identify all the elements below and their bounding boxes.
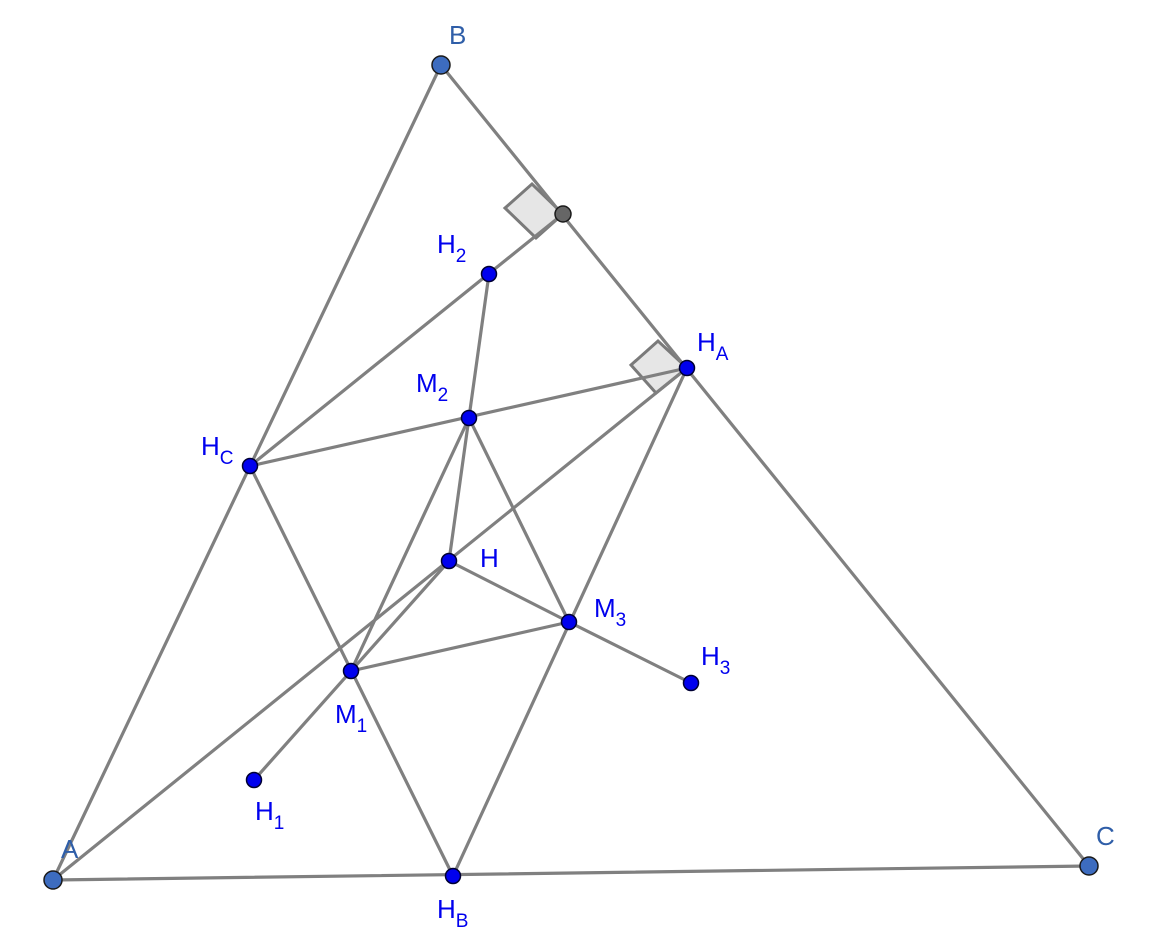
point-ha[interactable] bbox=[678, 359, 696, 377]
label-c: C bbox=[1096, 821, 1115, 851]
point-m3[interactable] bbox=[560, 613, 578, 631]
point-h3[interactable] bbox=[682, 674, 700, 692]
point-h1[interactable] bbox=[245, 771, 263, 789]
side-ca bbox=[51, 864, 1091, 882]
label-m2: M2 bbox=[416, 368, 448, 406]
point-hc[interactable] bbox=[241, 457, 259, 475]
label-h3: H3 bbox=[701, 641, 730, 679]
altitude-a-ha bbox=[51, 366, 689, 882]
point-hb[interactable] bbox=[444, 867, 462, 885]
segment-m1-m2 bbox=[349, 416, 471, 673]
vertex-a-point[interactable] bbox=[43, 870, 63, 890]
segment-h-m3 bbox=[447, 559, 571, 624]
point-m2[interactable] bbox=[460, 409, 478, 427]
perpendicular-foot-point[interactable] bbox=[554, 205, 572, 223]
vertex-c-point[interactable] bbox=[1079, 856, 1099, 876]
segment-m3-h3 bbox=[567, 620, 693, 685]
segment-m2-m3 bbox=[467, 416, 571, 624]
label-hc: HC bbox=[201, 431, 234, 469]
label-b: B bbox=[449, 20, 466, 50]
label-m3: M3 bbox=[594, 593, 626, 631]
label-h: H bbox=[480, 543, 499, 573]
label-h1: H1 bbox=[255, 796, 284, 834]
point-h[interactable] bbox=[440, 552, 458, 570]
side-bc bbox=[439, 63, 1091, 868]
point-m1[interactable] bbox=[342, 662, 360, 680]
label-a: A bbox=[61, 834, 79, 864]
label-m1: M1 bbox=[335, 699, 367, 737]
right-angle-marker-foot bbox=[502, 181, 566, 241]
label-ha: HA bbox=[697, 327, 729, 365]
vertex-b-point[interactable] bbox=[431, 55, 451, 75]
label-hb: HB bbox=[437, 894, 468, 932]
segment-m1-m3 bbox=[349, 620, 571, 673]
point-h2[interactable] bbox=[480, 265, 498, 283]
perpendicular-hc-foot bbox=[248, 212, 565, 468]
label-h2: H2 bbox=[437, 229, 466, 267]
